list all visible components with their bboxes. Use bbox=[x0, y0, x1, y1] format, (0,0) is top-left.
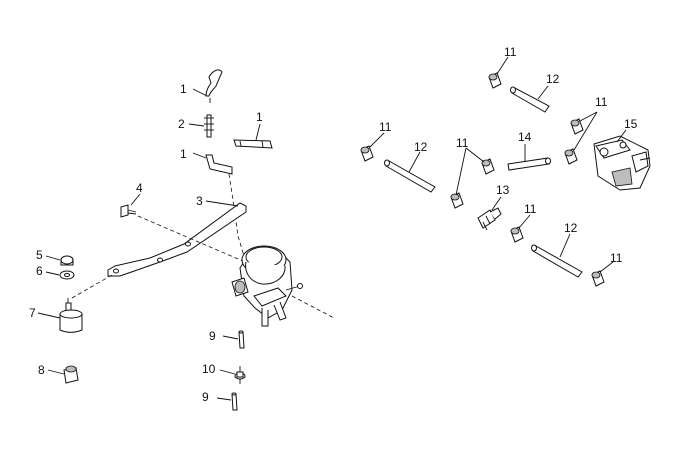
callout-2: 2 bbox=[178, 117, 185, 131]
hose-part-1-right bbox=[233, 139, 273, 149]
assembly-line bbox=[71, 274, 113, 299]
leader-line bbox=[216, 397, 232, 401]
callout-13: 13 bbox=[496, 183, 510, 197]
carburetor bbox=[231, 245, 303, 327]
spacer-part-8 bbox=[63, 365, 79, 384]
hose-part-1-top bbox=[205, 69, 223, 103]
leader-line bbox=[45, 271, 60, 276]
callout-9: 9 bbox=[202, 390, 209, 404]
valve-part-10 bbox=[234, 366, 246, 384]
leader-line bbox=[222, 335, 239, 340]
clamp-part-11 bbox=[488, 72, 502, 89]
pin-part-9-upper bbox=[238, 330, 245, 349]
clamp-part-11 bbox=[450, 192, 464, 209]
callout-11: 11 bbox=[595, 95, 608, 109]
leader-line bbox=[465, 147, 485, 163]
screw-part-4 bbox=[120, 204, 137, 218]
tube-part-12 bbox=[510, 86, 550, 113]
rubber-mount-part-7 bbox=[59, 298, 83, 333]
callout-8: 8 bbox=[38, 363, 45, 377]
housing-part-15 bbox=[593, 135, 651, 191]
callout-11: 11 bbox=[379, 120, 392, 134]
callout-12: 12 bbox=[414, 140, 428, 154]
callout-4: 4 bbox=[136, 181, 143, 195]
callout-6: 6 bbox=[36, 264, 43, 278]
callout-11: 11 bbox=[524, 202, 537, 216]
callout-11: 11 bbox=[456, 136, 469, 150]
callout-9: 9 bbox=[209, 329, 216, 343]
leader-line bbox=[37, 312, 61, 319]
tube-part-12 bbox=[531, 244, 583, 278]
nut-part-5 bbox=[60, 255, 74, 266]
leader-line bbox=[369, 132, 385, 148]
callout-11: 11 bbox=[610, 251, 623, 265]
leader-line bbox=[45, 255, 61, 261]
callout-1: 1 bbox=[180, 147, 187, 161]
leader-line bbox=[255, 123, 261, 141]
check-valve-part-13 bbox=[477, 207, 502, 231]
clamp-part-11 bbox=[570, 118, 584, 135]
clamp-part-11 bbox=[360, 145, 374, 162]
leader-line bbox=[559, 233, 571, 258]
callout-12: 12 bbox=[564, 221, 578, 235]
callout-7: 7 bbox=[29, 306, 36, 320]
leader-line bbox=[408, 151, 421, 173]
callout-11: 11 bbox=[504, 45, 517, 59]
leader-line bbox=[599, 261, 614, 273]
tube-part-14 bbox=[507, 157, 551, 171]
clamp-part-11 bbox=[564, 148, 578, 165]
callout-14: 14 bbox=[518, 130, 532, 144]
bracket-part-3 bbox=[107, 202, 247, 277]
washer-part-6 bbox=[59, 270, 75, 280]
assembly-line bbox=[137, 215, 246, 263]
leader-line bbox=[205, 200, 239, 207]
clamp-part-11 bbox=[591, 270, 605, 287]
leader-line bbox=[518, 214, 531, 229]
leader-line bbox=[579, 111, 598, 122]
leader-line bbox=[455, 147, 467, 196]
leader-line bbox=[192, 152, 207, 159]
callout-1: 1 bbox=[180, 82, 187, 96]
callout-10: 10 bbox=[202, 362, 216, 376]
leader-line bbox=[573, 111, 598, 151]
callout-3: 3 bbox=[196, 194, 203, 208]
leader-line bbox=[188, 123, 205, 127]
leader-line bbox=[537, 85, 549, 100]
hose-part-1-lower bbox=[205, 154, 233, 175]
tube-part-12 bbox=[384, 159, 436, 193]
leader-line bbox=[616, 129, 627, 143]
callout-5: 5 bbox=[36, 248, 43, 262]
leader-line bbox=[219, 369, 236, 375]
clamp-part-11 bbox=[481, 158, 495, 175]
clamp-part-11 bbox=[510, 226, 524, 243]
assembly-line bbox=[291, 295, 335, 319]
pin-part-9-lower bbox=[231, 392, 238, 411]
leader-line bbox=[496, 56, 509, 75]
leader-line bbox=[192, 88, 208, 97]
callout-15: 15 bbox=[624, 117, 638, 131]
leader-line bbox=[130, 193, 141, 206]
callout-12: 12 bbox=[546, 72, 560, 86]
callout-1: 1 bbox=[256, 110, 263, 124]
leader-line bbox=[491, 196, 502, 211]
leader-line bbox=[47, 369, 65, 375]
t-fitting-part-2 bbox=[204, 114, 214, 138]
